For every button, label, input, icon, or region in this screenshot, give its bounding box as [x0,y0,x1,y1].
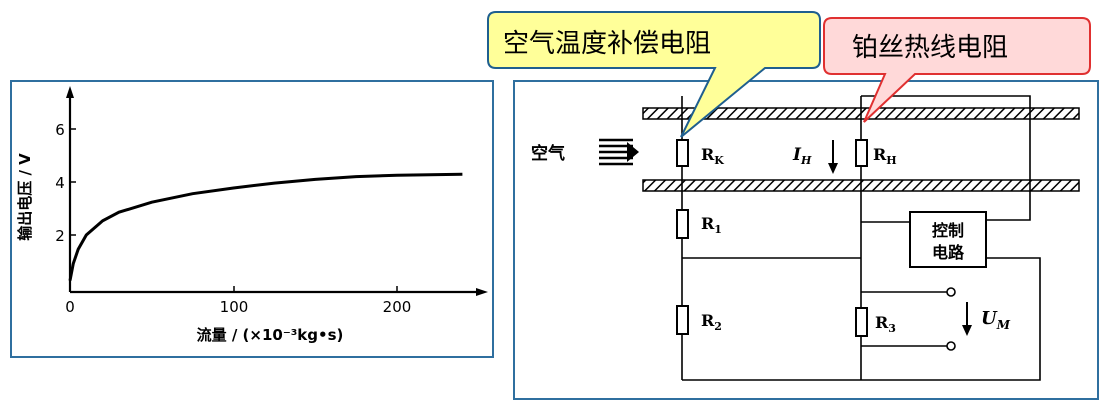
y-tick-label: 6 [55,121,65,139]
resistor-r1 [676,209,689,239]
circuit-panel: 空气 RK RH IH R1 R2 R3 控制 电路 [513,80,1099,400]
control-wire-bottom [861,257,1041,381]
airflow-arrowhead [627,142,639,162]
control-label-1: 控制 [932,221,964,240]
rk-label: RK [701,145,724,167]
y-axis-arrow [66,86,74,98]
resistor-r3 [855,307,868,337]
x-tick-label: 100 [220,298,249,316]
x-axis-arrow [476,288,488,296]
x-axis-title: 流量 / (×10⁻³kg•s) [197,326,344,344]
resistor-rh [855,139,868,167]
current-arrowhead [828,163,838,174]
pink-callout-text: 铂丝热线电阻 [852,33,1008,63]
hot-wire-circuit-diagram: 空气 RK RH IH R1 R2 R3 控制 电路 [531,95,1080,381]
control-label-2: 电路 [932,243,965,262]
r2-label: R2 [701,311,722,333]
r3-label: R3 [875,313,896,335]
yellow-callout-text: 空气温度补偿电阻 [503,29,711,59]
resistor-r2 [676,305,689,335]
rh-label: RH [873,145,897,167]
x-tick-label: 0 [65,298,75,316]
um-arrowhead [962,325,972,336]
control-circuit-box [909,211,987,268]
y-tick-label: 2 [55,227,65,245]
output-terminal-bottom [946,341,956,351]
flow-voltage-chart: 2 4 6 0 100 200 输出电压 / V 流量 / (×10⁻³kg•s… [16,86,488,344]
output-terminal-top [946,287,956,297]
ih-label: IH [792,145,812,167]
series-line [68,172,463,281]
y-axis-title: 输出电压 / V [16,153,34,241]
um-label: UM [981,308,1011,332]
air-label: 空气 [531,143,565,164]
chart-panel: 2 4 6 0 100 200 输出电压 / V 流量 / (×10⁻³kg•s… [10,80,494,358]
x-tick-label: 200 [383,298,412,316]
resistor-rk [676,139,689,167]
r1-label: R1 [701,214,722,236]
y-tick-label: 4 [55,174,65,192]
